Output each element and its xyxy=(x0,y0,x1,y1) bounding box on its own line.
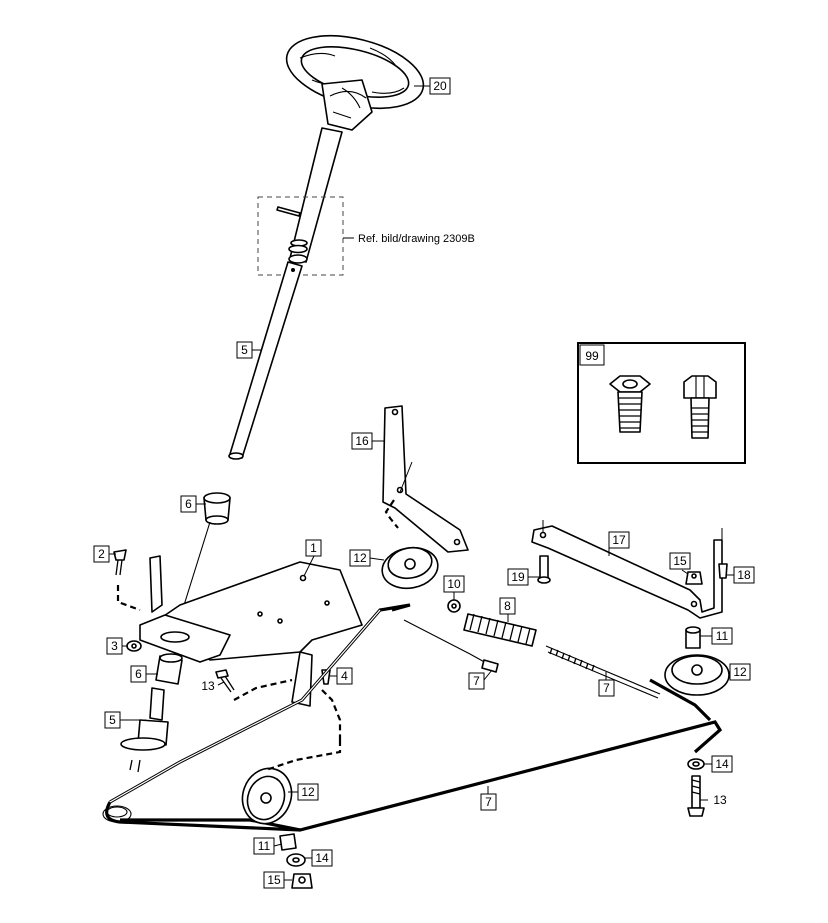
svg-text:16: 16 xyxy=(355,434,369,448)
pinion-shaft xyxy=(120,687,169,773)
svg-text:20: 20 xyxy=(433,79,447,93)
svg-text:7: 7 xyxy=(485,795,492,809)
bolt-18 xyxy=(718,563,728,579)
rod-7-left xyxy=(403,619,499,673)
washer-14-bottom xyxy=(286,853,306,867)
svg-text:2: 2 xyxy=(98,547,105,561)
svg-text:5: 5 xyxy=(109,713,116,727)
steering-shaft-lower xyxy=(228,261,303,460)
spacer-11-bottom xyxy=(279,833,297,851)
callout-16: 16 xyxy=(351,432,384,450)
reference-note: Ref. bild/drawing 2309B xyxy=(358,233,475,245)
nut-3 xyxy=(126,640,142,652)
roll-pin xyxy=(276,206,301,217)
arm-17 xyxy=(531,520,723,619)
svg-text:4: 4 xyxy=(341,669,348,683)
rod-7-right xyxy=(545,645,661,699)
spring-8 xyxy=(463,613,537,647)
nut-15-bottom xyxy=(291,873,313,889)
pulley-right xyxy=(664,654,730,696)
kit-99-inset: 99 xyxy=(577,342,746,464)
svg-text:10: 10 xyxy=(447,577,461,591)
svg-text:15: 15 xyxy=(267,873,281,887)
callout-12-right: 12 xyxy=(729,663,751,681)
callout-12-top: 12 xyxy=(349,549,385,567)
callout-13-right: 13 xyxy=(700,793,727,807)
callout-15-bottom: 15 xyxy=(263,871,292,889)
callout-2: 2 xyxy=(93,545,116,563)
leader-12-bottom-dash xyxy=(265,740,342,772)
callout-4: 4 xyxy=(330,667,353,685)
callout-17: 17 xyxy=(608,531,630,556)
callout-7-right: 7 xyxy=(598,672,615,697)
pulley-top xyxy=(381,546,439,590)
bushing-upper xyxy=(203,492,231,525)
callout-19: 19 xyxy=(507,568,540,586)
svg-text:18: 18 xyxy=(737,568,751,582)
callout-12-bottom: 12 xyxy=(288,783,319,801)
steering-cable xyxy=(102,603,723,832)
spacer-11-right xyxy=(685,626,701,649)
svg-text:19: 19 xyxy=(511,570,525,584)
bracket-16 xyxy=(382,405,469,553)
bolt-13-left xyxy=(215,669,235,693)
svg-text:11: 11 xyxy=(716,629,729,643)
svg-text:5: 5 xyxy=(241,343,248,357)
svg-text:8: 8 xyxy=(504,599,511,613)
svg-text:6: 6 xyxy=(135,667,142,681)
callout-8: 8 xyxy=(499,597,516,622)
svg-text:7: 7 xyxy=(473,674,480,688)
steering-wheel xyxy=(285,34,425,131)
callout-11-bottom: 11 xyxy=(253,837,283,855)
svg-text:14: 14 xyxy=(715,757,729,771)
callout-6-upper: 6 xyxy=(180,495,206,513)
svg-text:12: 12 xyxy=(301,785,315,799)
washer-14-right xyxy=(687,758,705,770)
svg-text:12: 12 xyxy=(733,665,747,679)
kit-99-label: 99 xyxy=(585,349,599,363)
callout-18: 18 xyxy=(726,566,755,584)
washers xyxy=(288,239,308,254)
callout-6-lower: 6 xyxy=(130,665,158,683)
callout-1: 1 xyxy=(303,539,322,577)
svg-text:13: 13 xyxy=(201,679,215,693)
mounting-plate xyxy=(139,555,363,707)
callout-14-bottom: 14 xyxy=(305,849,333,867)
svg-text:17: 17 xyxy=(612,533,626,547)
svg-text:15: 15 xyxy=(673,554,687,568)
callout-10: 10 xyxy=(443,575,465,600)
callout-20: 20 xyxy=(414,77,451,95)
callout-3: 3 xyxy=(106,637,128,655)
callout-5-upper: 5 xyxy=(236,341,262,359)
pulley-bottom xyxy=(241,767,293,825)
bolt-19 xyxy=(537,555,551,584)
svg-text:1: 1 xyxy=(310,541,317,555)
callout-11-right: 11 xyxy=(700,627,733,645)
nut-15-right xyxy=(685,571,703,585)
svg-text:11: 11 xyxy=(258,839,271,853)
svg-text:7: 7 xyxy=(603,681,610,695)
callout-15-right: 15 xyxy=(669,552,691,575)
svg-text:6: 6 xyxy=(185,497,192,511)
svg-text:3: 3 xyxy=(111,639,118,653)
callout-7-left: 7 xyxy=(468,669,493,690)
callout-5-lower: 5 xyxy=(104,711,146,729)
svg-text:13: 13 xyxy=(713,793,727,807)
bushing-lower xyxy=(155,653,183,685)
bolt-13-right xyxy=(687,775,705,817)
callout-7-cable: 7 xyxy=(480,786,497,811)
callout-14-right: 14 xyxy=(704,755,733,773)
leader-12-top-dash xyxy=(321,689,342,740)
callout-13-left: 13 xyxy=(201,679,225,693)
steering-shaft-upper xyxy=(288,127,343,264)
svg-text:14: 14 xyxy=(315,851,329,865)
svg-text:12: 12 xyxy=(353,551,367,565)
nut-10 xyxy=(447,599,461,613)
bolt-2 xyxy=(113,549,127,576)
